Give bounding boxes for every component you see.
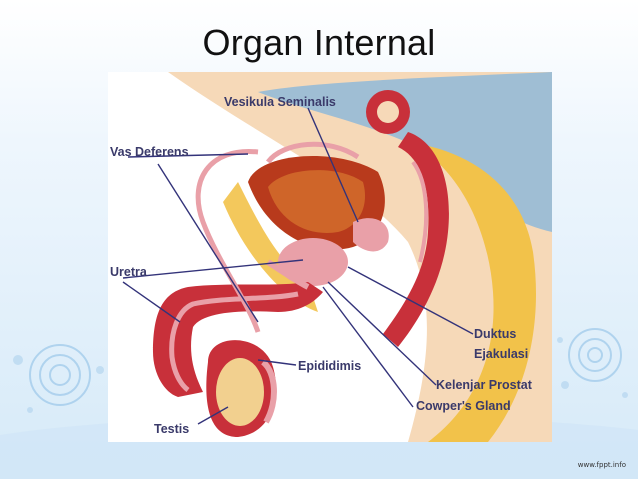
label-testis: Testis [154, 422, 189, 436]
leader-prostat [327, 281, 437, 386]
label-vas-deferens: Vas Deferens [110, 145, 189, 159]
seminal-vesicle [353, 218, 389, 252]
label-ejakulasi: Ejakulasi [474, 347, 528, 361]
penis [153, 282, 323, 397]
label-cowpers-gland: Cowper's Gland [416, 399, 511, 413]
anatomy-illustration: Vesikula Seminalis Vas Deferens Uretra D… [110, 72, 552, 442]
fat-region [408, 142, 536, 442]
footer-url: www.fppt.info [577, 461, 626, 469]
leader-vas-1 [127, 153, 249, 158]
label-duktus: Duktus [474, 327, 516, 341]
slide-title: Organ Internal [202, 22, 436, 63]
label-vesikula: Vesikula Seminalis [224, 95, 336, 109]
leader-vesikula [307, 107, 359, 223]
anatomy-figure: Vesikula Seminalis Vas Deferens Uretra D… [108, 72, 552, 442]
leader-uretra-2 [122, 281, 181, 323]
label-uretra: Uretra [110, 265, 148, 279]
leader-cowper [322, 286, 414, 408]
label-kelenjar-prostat: Kelenjar Prostat [436, 378, 533, 392]
label-epididimis: Epididimis [298, 359, 361, 373]
leader-uretra-1 [122, 259, 304, 279]
testis [216, 358, 264, 426]
leader-duktus [347, 266, 474, 335]
leader-epididimis [257, 359, 297, 366]
prostate [278, 238, 348, 286]
vas-deferens-tube [195, 149, 261, 333]
epididymis [260, 359, 277, 424]
rectum [383, 132, 449, 347]
leader-testis [197, 406, 229, 425]
leader-vas-2 [157, 163, 259, 323]
